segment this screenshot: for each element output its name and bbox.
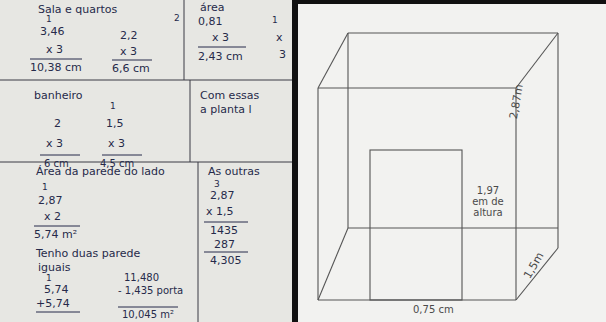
handwritten-note: 1 <box>46 274 52 284</box>
handwritten-note: 0,75 cm <box>413 304 454 315</box>
handwritten-note: 5,74 m² <box>34 229 77 241</box>
handwritten-note: x 3 <box>212 32 229 44</box>
handwritten-note: 10,38 cm <box>30 62 82 74</box>
room-box <box>318 33 558 300</box>
drawing-paper <box>298 4 606 322</box>
handwritten-note: 3 <box>279 49 286 61</box>
handwritten-note: 1435 <box>210 225 238 237</box>
handwritten-note: Área da parede do lado <box>36 166 165 178</box>
notebook-page <box>0 0 292 322</box>
handwritten-note: 3,46 <box>40 26 65 38</box>
handwritten-note: x 3 <box>120 46 137 58</box>
handwritten-note: Tenho duas parede <box>36 248 140 260</box>
handwritten-note: 2,87 <box>210 190 235 202</box>
handwritten-note: x 3 <box>46 138 63 150</box>
handwritten-note: +5,74 <box>36 298 70 310</box>
handwritten-note: 1,5m <box>522 251 547 281</box>
handwritten-note: x 3 <box>46 44 63 56</box>
handwritten-note: - 1,435 porta <box>118 285 183 296</box>
handwritten-note: 0,81 <box>198 16 223 28</box>
handwritten-note: 1 <box>46 15 52 25</box>
handwritten-note: 2 <box>174 14 180 24</box>
handwritten-note: Com essas <box>200 90 259 102</box>
handwritten-note: área <box>200 2 225 14</box>
handwritten-note: 2 <box>54 118 61 130</box>
handwritten-note: banheiro <box>34 90 83 102</box>
handwritten-note: 2,2 <box>120 30 138 42</box>
handwritten-note: 10,045 m² <box>122 309 174 320</box>
handwritten-note: 1 <box>110 102 116 112</box>
handwritten-note: iguais <box>38 262 71 274</box>
handwritten-note: 5,74 <box>44 284 69 296</box>
handwritten-note: 1,5 <box>106 118 124 130</box>
sum-lines <box>30 47 248 312</box>
handwritten-note: 1,97 em de altura <box>468 185 508 218</box>
handwritten-note: 2,87m <box>508 83 526 120</box>
door <box>370 150 462 300</box>
handwritten-note: 4,305 <box>210 255 242 267</box>
handwritten-note: x <box>276 32 283 44</box>
handwritten-note: 1 <box>42 183 48 193</box>
handwritten-note: 3 <box>214 180 220 190</box>
handwritten-note: x 1,5 <box>206 206 234 218</box>
handwritten-note: As outras <box>208 166 260 178</box>
handwritten-note: 11,480 <box>124 272 159 283</box>
handwritten-note: 2,43 cm <box>198 51 243 63</box>
handwritten-note: 2,87 <box>38 195 63 207</box>
notebook-grid <box>0 0 292 322</box>
handwritten-note: x 3 <box>108 138 125 150</box>
handwritten-note: 1 <box>272 16 278 26</box>
handwritten-note: a planta l <box>200 104 252 116</box>
handwritten-note: 6,6 cm <box>112 63 150 75</box>
handwritten-note: 287 <box>214 239 235 251</box>
handwritten-note: x 2 <box>44 211 61 223</box>
